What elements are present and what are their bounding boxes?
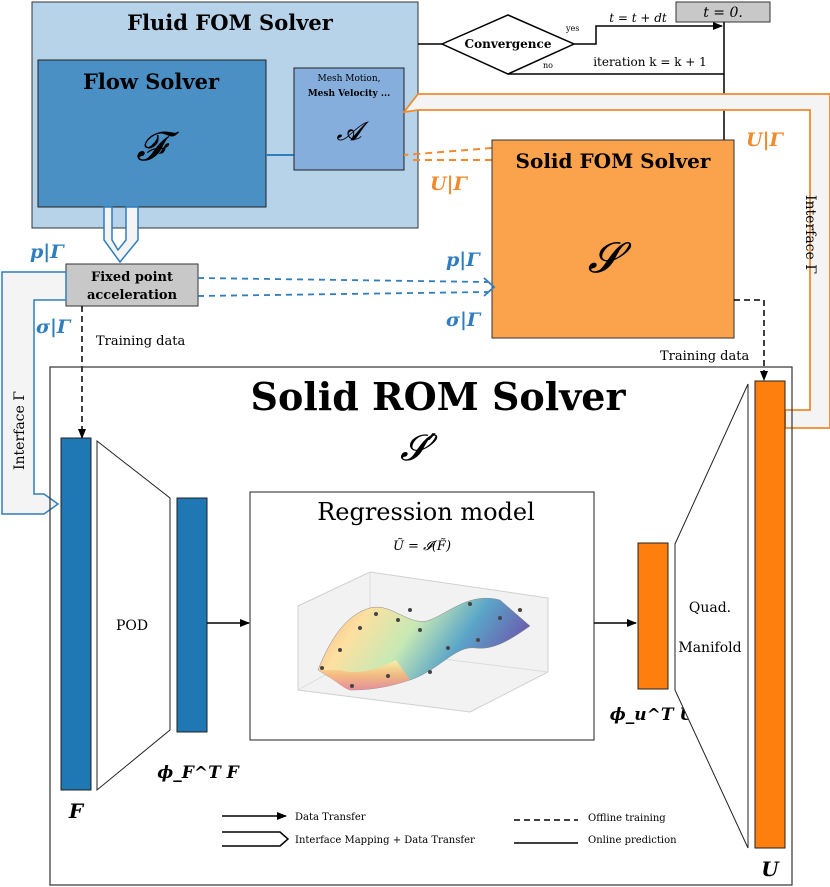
sigma-gamma-left: σ|Γ: [36, 316, 72, 338]
p-gamma-right: p|Γ: [446, 249, 481, 271]
sigma-gamma-right: σ|Γ: [446, 309, 482, 331]
fp-to-solid-head: [483, 277, 496, 297]
manifold-label: Manifold: [678, 640, 741, 656]
interface-left-label: Interface Γ: [12, 391, 28, 470]
fp-to-solid-dash-bottom: [197, 291, 489, 297]
training-arrow-right: [734, 299, 768, 381]
flow-solver-box: [37, 59, 267, 208]
legend: Data Transfer Interface Mapping + Data T…: [222, 812, 677, 847]
pod-trapezoid: [96, 439, 171, 792]
solid-rom-box: [49, 366, 793, 886]
time-init-box: [675, 1, 771, 23]
regression-title: Regression model: [317, 498, 535, 526]
regression-surface-plot: [297, 571, 549, 713]
p-gamma-left: p|Γ: [30, 241, 65, 263]
no-label: no: [543, 61, 553, 70]
f-label: F: [68, 799, 85, 823]
iteration-label: iteration k = k + 1: [593, 55, 707, 69]
convergence-label: Convergence: [465, 37, 552, 51]
rom-symbol: 𝓢′: [400, 428, 438, 469]
yes-arrow: [574, 22, 723, 45]
training-label-left: Training data: [96, 334, 185, 349]
flow-to-fixedpoint-pipe: [103, 206, 139, 264]
fixed-point-line1: Fixed point: [91, 270, 173, 285]
mesh-label-1: Mesh Motion,: [317, 74, 380, 84]
interface-band-left: [1, 271, 67, 515]
time-update-label: t = t + dt: [609, 11, 667, 25]
fluid-fom-title: Fluid FOM Solver: [127, 10, 334, 35]
phi-u-label: ϕ_u^T U: [610, 705, 696, 725]
solid-to-mesh-dash: [403, 147, 493, 156]
legend-interface-arrow: [222, 831, 290, 847]
f-bar: [60, 437, 92, 791]
fp-to-solid-dash-top: [197, 277, 489, 283]
u-gamma-right: U|Γ: [746, 129, 784, 151]
time-init-label: t = 0.: [703, 5, 743, 21]
phi-f-label: ϕ_F^T F: [157, 763, 240, 783]
training-label-right: Training data: [660, 349, 749, 364]
phi-u-bar: [637, 542, 669, 690]
quad-label: Quad.: [689, 600, 731, 616]
mesh-label-2: Mesh Velocity ...: [308, 89, 391, 99]
u-gamma-left: U|Γ: [430, 173, 468, 195]
mesh-motion-box: [293, 67, 405, 171]
legend-interface-mapping: Interface Mapping + Data Transfer: [295, 835, 475, 846]
yes-label: yes: [565, 24, 579, 33]
fixed-point-line2: acceleration: [87, 288, 178, 303]
legend-online: Online prediction: [588, 835, 677, 846]
legend-offline: Offline training: [588, 813, 666, 824]
solid-fom-box: [491, 139, 735, 339]
manifold-trapezoid: [674, 383, 749, 849]
u-label: U: [761, 857, 780, 881]
interface-right-label: Interface Γ: [802, 195, 818, 274]
solid-fom-title: Solid FOM Solver: [516, 149, 711, 173]
rom-title: Solid ROM Solver: [251, 374, 627, 419]
pod-label: POD: [116, 618, 148, 634]
fixed-point-box: [65, 263, 199, 307]
flow-solver-title: Flow Solver: [83, 69, 220, 94]
u-bar: [754, 380, 786, 849]
legend-data-transfer: Data Transfer: [295, 812, 366, 823]
regression-eq: Ũ = 𝓘(F̃): [393, 538, 451, 554]
phi-f-bar: [176, 497, 208, 733]
